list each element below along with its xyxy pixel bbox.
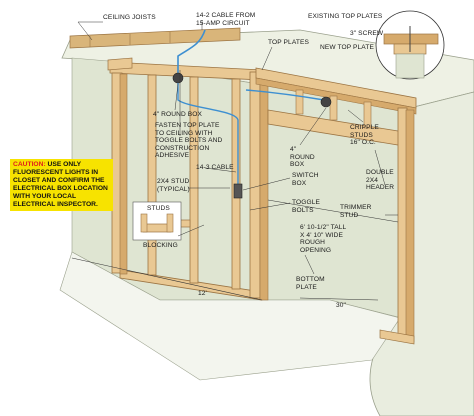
label-round-box-4in: 4" ROUND BOX (153, 111, 202, 118)
label-fasten-top-plate: FASTEN TOP PLATE TO CEILING WITH TOGGLE … (155, 122, 223, 160)
label-existing-top-plates: EXISTING TOP PLATES (308, 13, 383, 20)
label-toggle-bolts: TOGGLE BOLTS (292, 199, 320, 214)
cripple-stud (329, 95, 338, 121)
label-cable-14-3: 14-3 CABLE (196, 164, 234, 171)
leader (261, 46, 273, 71)
cable-14-2 (177, 29, 206, 76)
label-ceiling-joists: CEILING JOISTS (103, 14, 156, 21)
cable-to-right-box (245, 89, 325, 101)
label-cable-from-circuit: 14-2 CABLE FROM 15-AMP CIRCUIT (196, 12, 256, 27)
label-dim-12ft: 12' (198, 290, 207, 297)
caution-text: USE ONLY FLUORESCENT LIGHTS IN CLOSET AN… (13, 161, 108, 208)
leader (299, 107, 327, 146)
leader (304, 254, 315, 275)
detail-stud (166, 213, 174, 233)
label-round-box-right: 4" ROUND BOX (290, 146, 315, 169)
switch-box (233, 183, 243, 199)
leader (204, 167, 237, 173)
detail-wall (395, 53, 425, 79)
label-switch-box: SWITCH BOX (292, 172, 319, 187)
caution-box: CAUTION: USE ONLY FLUORESCENT LIGHTS IN … (10, 159, 113, 212)
corner-post (249, 71, 261, 299)
detail-existing-plate (383, 33, 439, 45)
ceiling-joists (69, 27, 241, 49)
stud (147, 74, 157, 276)
label-cripple-studs: CRIPPLE STUDS 16" O.C. (350, 124, 379, 147)
dim-12ft-line (71, 257, 263, 301)
label-bottom-plate: BOTTOM PLATE (296, 276, 325, 291)
king-stud (405, 109, 415, 343)
stud (189, 76, 199, 284)
trimmer-stud (397, 107, 408, 339)
label-blocking: BLOCKING (143, 242, 178, 249)
label-trimmer-stud: TRIMMER STUD (340, 204, 372, 219)
stud (119, 73, 128, 275)
cable-14-3 (177, 80, 239, 186)
leader (249, 202, 291, 211)
label-studs: STUDS (147, 205, 170, 212)
label-stud-2x4: 2x4 STUD (TYPICAL) (157, 178, 190, 193)
front-bottom-plate (379, 329, 415, 345)
round-box-left (172, 72, 184, 84)
cripple-stud (363, 101, 372, 129)
return-top-plate (107, 57, 133, 71)
leader (177, 224, 205, 237)
leader (347, 109, 364, 123)
label-new-top-plate: NEW TOP PLATE (320, 44, 374, 51)
cripple-stud (295, 89, 304, 115)
leader (374, 149, 386, 186)
leader (77, 21, 103, 41)
leader (242, 177, 291, 191)
label-top-plates: TOP PLATES (268, 39, 309, 46)
dim-opening-width (267, 199, 399, 223)
label-rough-opening: 6' 10-1/2" TALL x 4' 10" WIDE ROUGH OPEN… (300, 224, 347, 254)
detail-stud (140, 213, 148, 233)
label-3in-screw: 3" SCREW (350, 30, 384, 37)
dim-30in-line (299, 297, 379, 301)
label-double-header: DOUBLE 2x4 HEADER (366, 169, 395, 192)
label-dim-30in: 30" (336, 302, 346, 309)
corner-post (259, 73, 269, 301)
caution-word: CAUTION: (13, 161, 46, 168)
round-box-right (320, 96, 332, 108)
leader (174, 83, 179, 111)
